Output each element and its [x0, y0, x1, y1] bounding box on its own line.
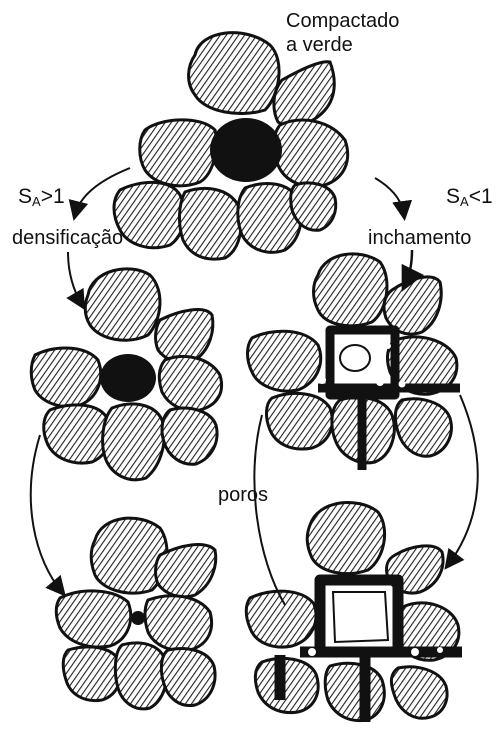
small-pore [399, 381, 406, 388]
grain [145, 596, 212, 651]
arrow-to-swelling [375, 178, 404, 215]
small-pore [318, 376, 326, 384]
swollen-final-cluster [246, 502, 462, 722]
grain [63, 647, 121, 701]
arrow-right-down [448, 395, 478, 565]
sa-symbol: S [446, 185, 460, 208]
arrow-densification-to-cluster [68, 252, 82, 305]
densification-label: densificação [12, 227, 123, 249]
grain [391, 667, 447, 718]
swelling-label: inchamento [368, 227, 471, 249]
grain [115, 643, 166, 709]
small-pore [437, 647, 443, 653]
small-pore [308, 648, 316, 656]
densified-cluster [31, 269, 221, 480]
small-pore [385, 343, 391, 349]
green-compact-label-line2: a verde [286, 34, 353, 56]
small-pore [376, 378, 384, 386]
dark-phase [131, 611, 145, 625]
grain [56, 591, 130, 647]
large-pore [340, 345, 370, 371]
grain [162, 408, 217, 464]
large-pore [333, 592, 388, 642]
dark-phase [100, 354, 156, 402]
grain [85, 269, 160, 340]
sa-greater-label: SA>1 [18, 186, 65, 213]
grain [325, 663, 384, 720]
grain [140, 120, 217, 186]
grain [156, 545, 216, 597]
grain [159, 356, 221, 410]
grain [314, 254, 387, 326]
grain [395, 399, 451, 456]
grain [274, 120, 348, 186]
green-compact-label-line1: Compactado [286, 10, 399, 32]
small-pore [339, 337, 345, 343]
grain [307, 502, 384, 573]
grain [179, 188, 241, 259]
grain [161, 649, 215, 706]
grain [31, 348, 100, 406]
sa-less-label: SA<1 [446, 186, 493, 213]
sa-relation: <1 [469, 185, 493, 208]
grain [248, 331, 321, 391]
grain [103, 404, 165, 480]
grain [266, 393, 332, 449]
grain [274, 62, 334, 126]
grain [384, 277, 441, 334]
sa-symbol: S [18, 185, 32, 208]
dense-final-cluster [56, 518, 215, 709]
pores-label: poros [218, 484, 268, 506]
grain [255, 658, 318, 712]
arrow-left-down [31, 435, 62, 592]
dark-phase [210, 118, 282, 182]
grain [44, 405, 111, 463]
sa-relation: >1 [41, 185, 65, 208]
grain [114, 182, 184, 247]
grain [189, 33, 279, 114]
swelled-cluster [248, 254, 461, 470]
sa-subscript: A [460, 194, 469, 209]
small-pore [411, 648, 419, 656]
grain [156, 310, 213, 363]
green-compact-cluster [114, 33, 348, 259]
sa-subscript: A [32, 194, 41, 209]
